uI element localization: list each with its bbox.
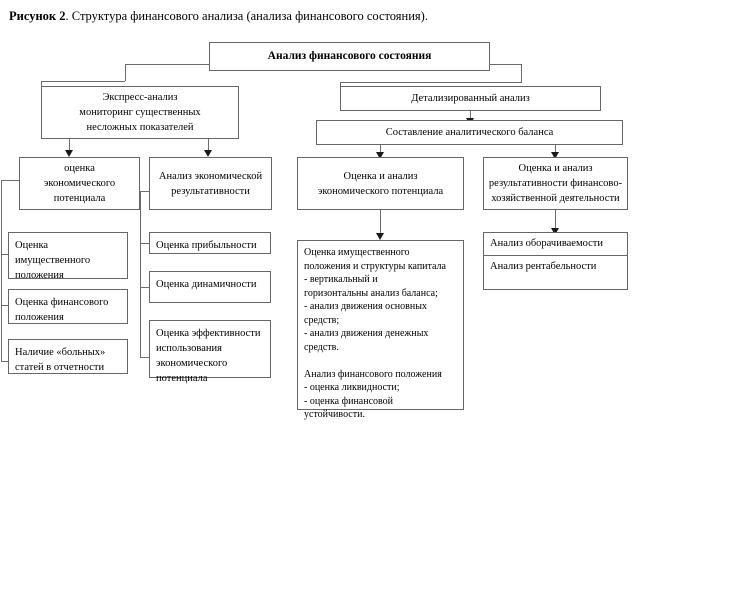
connector-balance-to-child2 [555, 145, 556, 155]
node-analytical-balance[interactable]: Составление аналитического баланса [316, 120, 623, 145]
connector-left-bracket-branch2 [1, 305, 9, 306]
node-express-analysis[interactable]: Экспресс-анализ мониторинг существенных … [41, 86, 239, 139]
node-root-label: Анализ финансового состояния [267, 50, 432, 62]
node-effectiveness-eval-analysis[interactable]: Оценка и анализ результативности финансо… [483, 157, 628, 210]
arrow-balance-to-child1 [376, 152, 384, 159]
connector-child2-to-stack [555, 210, 556, 232]
node-dynamism-assessment[interactable]: Оценка динамичности [149, 271, 271, 303]
arrow-balance-to-child2 [551, 152, 559, 159]
node-detail-description[interactable]: Оценка имущественного положения и структ… [297, 240, 464, 420]
arrow-child1-to-detail [376, 233, 384, 240]
node-potential-eval-analysis-label: Оценка и анализ экономического потенциал… [317, 170, 444, 197]
node-root[interactable]: Анализ финансового состояния [209, 42, 490, 71]
node-economic-potential-assessment[interactable]: оценка экономического потенциала [19, 157, 140, 210]
connector-left-bracket-spine [1, 180, 2, 362]
connector-root-to-express-vertical [125, 64, 126, 81]
node-financial-position-assessment[interactable]: Оценка финансового положения [8, 289, 128, 324]
node-sick-items-presence-label: Наличие «больных» статей в отчетности [15, 347, 106, 373]
node-financial-position-assessment-label: Оценка финансового положения [15, 297, 109, 323]
node-potential-use-effectiveness[interactable]: Оценка эффективности использования эконо… [149, 320, 271, 384]
connector-express-top-bar [41, 81, 125, 82]
node-express-analysis-label: Экспресс-анализ мониторинг существенных … [79, 92, 201, 133]
node-sick-items-presence[interactable]: Наличие «больных» статей в отчетности [8, 339, 128, 374]
node-analytical-balance-label: Составление аналитического баланса [385, 127, 554, 138]
node-detailed-analysis[interactable]: Детализированный анализ [340, 86, 601, 111]
node-economic-effectiveness-analysis-label: Анализ экономической результативности [158, 170, 263, 197]
figure-caption: Рисунок 2. Структура финансового анализа… [9, 8, 428, 24]
node-property-position-assessment[interactable]: Оценка имущественного положения [8, 232, 128, 281]
connector-root-to-detailed-vertical [521, 64, 522, 82]
node-profitability-analysis[interactable]: Анализ рентабельности [490, 261, 597, 272]
node-property-position-assessment-label: Оценка имущественного положения [15, 240, 91, 281]
node-potential-eval-analysis[interactable]: Оценка и анализ экономического потенциал… [297, 157, 464, 210]
arrow-express-to-child2 [204, 150, 212, 157]
connector-left-bracket-branch1 [1, 254, 9, 255]
node-detailed-analysis-label: Детализированный анализ [411, 93, 530, 104]
node-economic-effectiveness-analysis[interactable]: Анализ экономической результативности [149, 157, 272, 210]
connector-mid-bracket-branch3 [140, 357, 149, 358]
connector-express-to-child2 [208, 138, 209, 152]
arrow-express-to-child1 [65, 150, 73, 157]
figure-caption-label: Рисунок 2 [9, 9, 66, 23]
connector-root-to-detailed-horizontal [489, 64, 522, 65]
connector-express-drop [41, 81, 42, 86]
connector-detailed-to-balance [470, 110, 471, 120]
connector-express-to-child1 [69, 138, 70, 152]
node-potential-use-effectiveness-label: Оценка эффективности использования эконо… [156, 328, 261, 384]
figure-caption-text: . Структура финансового анализа (анализа… [65, 9, 428, 23]
connector-detailed-drop [340, 82, 341, 86]
connector-child1-to-detail [380, 210, 381, 236]
node-profitability-assessment[interactable]: Оценка прибыльности [149, 232, 271, 254]
node-turnover-analysis[interactable]: Анализ оборачиваемости [484, 233, 627, 256]
connector-mid-bracket-branch1 [140, 243, 149, 244]
connector-detailed-top-bar [340, 82, 522, 83]
node-profitability-assessment-label: Оценка прибыльности [156, 240, 257, 251]
connector-root-to-express-horizontal [125, 64, 210, 65]
connector-balance-to-child1 [380, 145, 381, 155]
node-economic-potential-assessment-label: оценка экономического потенциала [43, 163, 116, 204]
arrow-child2-to-stack [551, 228, 559, 235]
node-dynamism-assessment-label: Оценка динамичности [156, 279, 257, 290]
group-effectiveness-analyses: Анализ оборачиваемости Анализ рентабельн… [483, 232, 628, 290]
connector-mid-bracket-spine [140, 191, 141, 358]
node-detail-description-text: Оценка имущественного положения и структ… [304, 247, 446, 420]
connector-left-bracket-branch3 [1, 361, 9, 362]
connector-mid-bracket-branch2 [140, 287, 149, 288]
node-effectiveness-eval-analysis-label: Оценка и анализ результативности финансо… [488, 163, 623, 204]
